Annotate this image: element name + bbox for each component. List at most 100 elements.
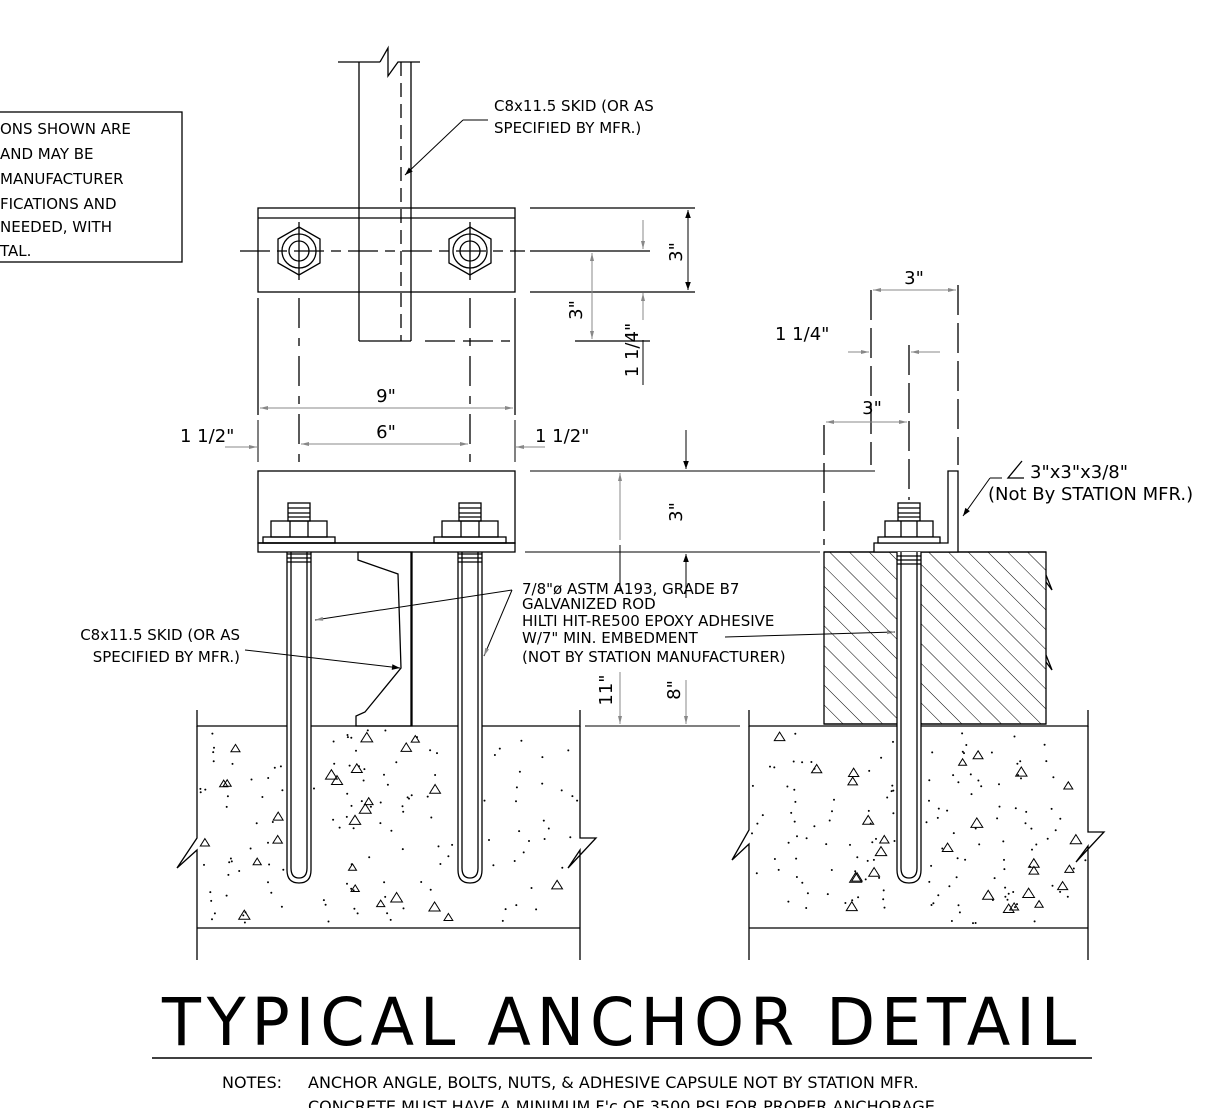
dim-edge-distance: 1 1/4" bbox=[622, 323, 643, 377]
aggregate-dot bbox=[226, 795, 229, 798]
aggregate-dot bbox=[384, 895, 387, 898]
aggregate-dot bbox=[1066, 895, 1069, 898]
aggregate-dot bbox=[567, 749, 570, 752]
aggregate-dot bbox=[209, 891, 212, 894]
aggregate-dot bbox=[211, 918, 213, 921]
dim-side-3-top: 3" bbox=[904, 268, 924, 289]
aggregate-dot bbox=[786, 785, 789, 788]
aggregate-dot bbox=[350, 804, 353, 807]
aggregate-dot bbox=[437, 845, 440, 848]
aggregate-dot bbox=[872, 858, 875, 861]
aggregate-dot bbox=[501, 919, 504, 922]
aggregate-dot bbox=[230, 860, 233, 863]
aggregate-dot bbox=[280, 905, 283, 908]
aggregate-dot bbox=[199, 787, 202, 790]
aggregate-stone bbox=[252, 857, 263, 866]
aggregate-dot bbox=[211, 732, 214, 735]
aggregate-dot bbox=[893, 840, 896, 842]
aggregate-dot bbox=[402, 810, 405, 813]
aggregate-dot bbox=[270, 891, 273, 894]
skid-top-label: C8x11.5 SKID (OR AS bbox=[494, 97, 654, 115]
aggregate-stone bbox=[874, 845, 888, 857]
aggregate-stone bbox=[237, 909, 251, 920]
aggregate-dot bbox=[313, 787, 315, 790]
rod-callout: 7/8"ø ASTM A193, GRADE B7 GALVANIZED ROD… bbox=[314, 580, 896, 666]
aggregate-dot bbox=[961, 732, 964, 735]
aggregate-dot bbox=[1004, 895, 1007, 898]
aggregate-dot bbox=[773, 766, 776, 769]
aggregate-dot bbox=[560, 789, 563, 792]
aggregate-stone bbox=[550, 879, 564, 890]
angle-size-label: 3"x3"x3/8" bbox=[1030, 462, 1128, 483]
dim-9in: 9" bbox=[376, 386, 396, 407]
aggregate-dot bbox=[322, 899, 325, 902]
aggregate-dot bbox=[353, 907, 356, 910]
aggregate-dot bbox=[488, 839, 490, 841]
aggregate-stone bbox=[324, 768, 339, 780]
aggregate-dot bbox=[199, 791, 202, 794]
aggregate-dot bbox=[212, 760, 215, 763]
aggregate-dot bbox=[1059, 817, 1062, 820]
aggregate-dot bbox=[426, 795, 429, 798]
aggregate-dot bbox=[389, 918, 392, 921]
aggregate-stone bbox=[867, 866, 881, 877]
aggregate-dot bbox=[755, 872, 758, 875]
aggregate-dot bbox=[955, 876, 958, 879]
aggregate-stone bbox=[428, 783, 442, 794]
rod-label: 7/8"ø ASTM A193, GRADE B7 bbox=[522, 580, 739, 598]
aggregate-dot bbox=[430, 816, 433, 819]
aggregate-stone bbox=[846, 776, 859, 786]
aggregate-stone bbox=[1021, 887, 1036, 898]
aggregate-stone bbox=[199, 837, 211, 847]
aggregate-dot bbox=[279, 765, 282, 768]
aggregate-dot bbox=[366, 729, 369, 732]
notes-line: CONCRETE MUST HAVE A MINIMUM F'c OF 3500… bbox=[308, 1097, 935, 1108]
aggregate-dot bbox=[528, 840, 530, 842]
aggregate-dot bbox=[493, 754, 496, 756]
aggregate-dot bbox=[957, 781, 960, 784]
aggregate-dot bbox=[1002, 840, 1005, 843]
aggregate-dot bbox=[368, 856, 371, 859]
aggregate-dot bbox=[980, 785, 983, 788]
aggregate-dot bbox=[447, 855, 450, 858]
dim-right-1-1-2: 1 1/2" bbox=[535, 426, 589, 447]
aggregate-dot bbox=[751, 784, 754, 787]
aggregate-dot bbox=[787, 841, 790, 844]
aggregate-dot bbox=[267, 881, 269, 884]
aggregate-dot bbox=[831, 810, 833, 813]
aggregate-dot bbox=[974, 922, 977, 924]
note-box-line: NEEDED, WITH bbox=[0, 218, 112, 236]
aggregate-dot bbox=[956, 857, 959, 860]
aggregate-dot bbox=[363, 768, 366, 771]
aggregate-dot bbox=[948, 885, 951, 888]
aggregate-dot bbox=[1013, 735, 1016, 738]
aggregate-dot bbox=[1020, 777, 1022, 780]
aggregate-dot bbox=[520, 739, 523, 742]
dim-8in: 8" bbox=[664, 680, 685, 700]
aggregate-dot bbox=[352, 827, 355, 830]
aggregate-dot bbox=[203, 863, 205, 866]
aggregate-stone bbox=[845, 900, 859, 912]
aggregate-dot bbox=[833, 798, 835, 801]
note-box-line: TAL. bbox=[0, 242, 31, 260]
aggregate-dot bbox=[238, 870, 241, 872]
aggregate-dot bbox=[267, 841, 269, 844]
aggregate-dot bbox=[790, 811, 793, 814]
aggregate-dot bbox=[950, 920, 953, 922]
dim-plate-height: 3" bbox=[666, 502, 687, 522]
aggregate-stone bbox=[861, 814, 875, 825]
aggregate-dot bbox=[796, 835, 798, 838]
aggregate-stone bbox=[970, 816, 984, 828]
aggregate-dot bbox=[793, 788, 796, 791]
aggregate-dot bbox=[925, 821, 928, 824]
aggregate-dot bbox=[282, 868, 285, 871]
aggregate-dot bbox=[810, 761, 813, 763]
aggregate-dot bbox=[1051, 884, 1054, 887]
aggregate-dot bbox=[963, 752, 965, 755]
aggregate-stone bbox=[410, 734, 421, 743]
aggregate-dot bbox=[795, 876, 798, 878]
aggregate-dot bbox=[498, 747, 501, 750]
aggregate-dot bbox=[212, 751, 215, 754]
aggregate-dot bbox=[379, 822, 382, 825]
